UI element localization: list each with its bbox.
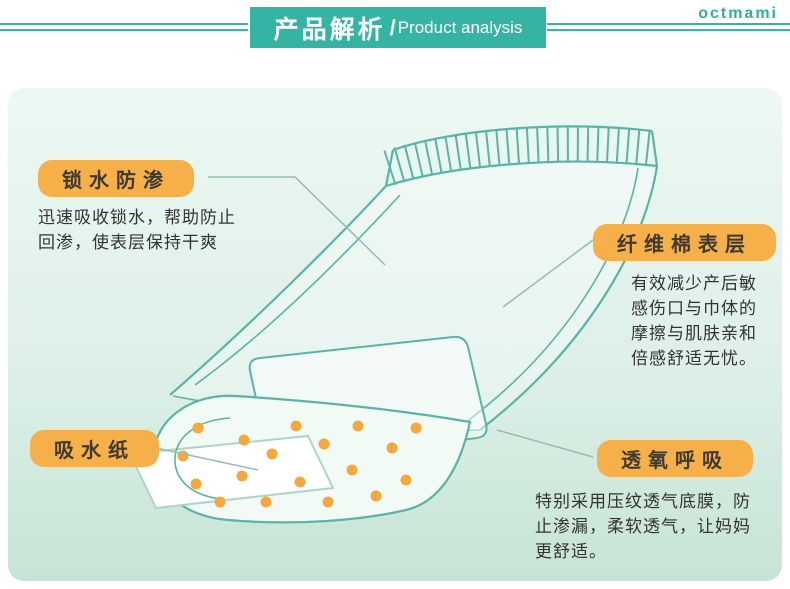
page-title-banner: 产品解析 / Product analysis (250, 7, 546, 48)
leader-lines (155, 176, 594, 471)
header: 产品解析 / Product analysis octmami (0, 0, 790, 88)
callout-breathable: 透氧呼吸 特别采用压纹透气底膜，防 止渗漏，柔软透气，让妈妈 更舒适。 (535, 440, 780, 564)
product-diagram-panel: 锁水防渗 迅速吸收锁水，帮助防止 回渗，使表层保持干爽 纤维棉表层 有效减少产后… (8, 88, 782, 581)
callout-absorbent-paper: 吸水纸 (30, 430, 159, 467)
callout-lock-water: 锁水防渗 迅速吸收锁水，帮助防止 回渗，使表层保持干爽 (38, 160, 318, 255)
page-title-cn: 产品解析 (273, 15, 386, 44)
brand-logo: octmami (698, 5, 778, 22)
pad-illustration (128, 125, 659, 524)
absorbent-paper-label: 吸水纸 (30, 430, 159, 467)
breathable-desc: 特别采用压纹透气底膜，防 止渗漏，柔软透气，让妈妈 更舒适。 (535, 492, 751, 562)
fiber-surface-desc: 有效减少产后敏 感伤口与巾体的 摩擦与肌肤亲和 倍感舒适无忧。 (631, 274, 757, 369)
header-rule-left (0, 23, 248, 31)
page-title-divider: / (389, 14, 396, 40)
breathable-label: 透氧呼吸 (597, 440, 753, 477)
lock-water-desc: 迅速吸收锁水，帮助防止 回渗，使表层保持干爽 (38, 208, 236, 253)
absorbent-dots (177, 420, 422, 508)
fiber-surface-label: 纤维棉表层 (593, 224, 776, 261)
lock-water-label: 锁水防渗 (38, 160, 194, 197)
header-rule-right (547, 23, 790, 31)
callout-fiber-surface: 纤维棉表层 有效减少产后敏 感伤口与巾体的 摩擦与肌肤亲和 倍感舒适无忧。 (593, 224, 783, 372)
page-title-en: Product analysis (397, 17, 523, 37)
